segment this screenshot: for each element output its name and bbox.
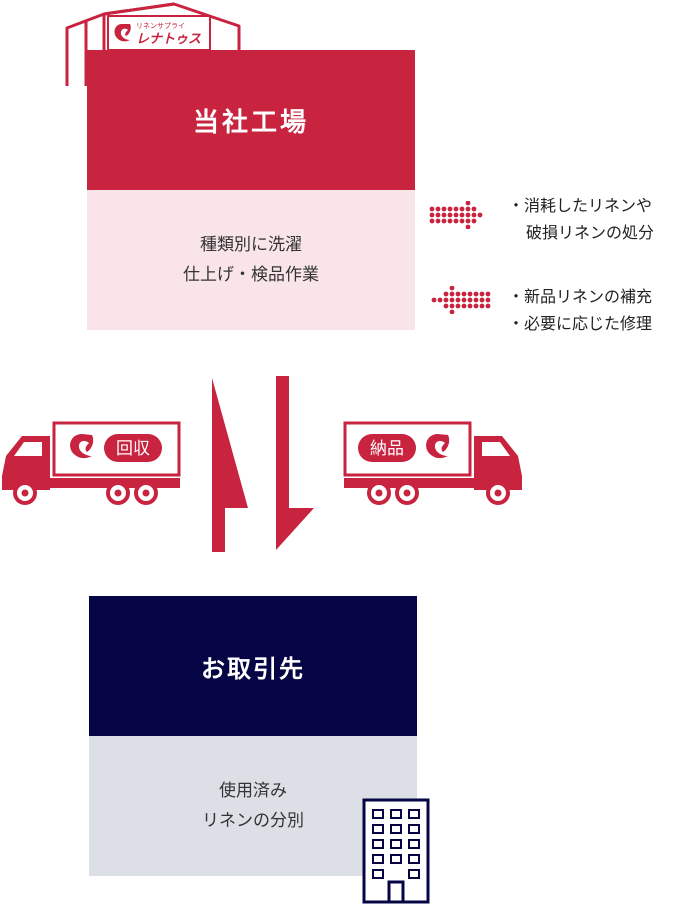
note-disposal-line-1: ・消耗したリネンや: [508, 196, 653, 215]
note-supply-line-1: ・新品リネンの補充: [508, 287, 653, 306]
dot-arrow-out-icon: [429, 201, 483, 229]
office-building-icon: [362, 798, 430, 904]
factory-sign-small: リネンサプライ: [136, 22, 185, 30]
client-body-line-1: 使用済み: [219, 781, 287, 801]
factory-title: 当社工場: [87, 50, 415, 190]
note-disposal: ・消耗したリネンや 破損リネンの処分: [508, 192, 654, 246]
factory-body-line-2: 仕上げ・検品作業: [183, 265, 319, 285]
note-supply: ・新品リネンの補充 ・必要に応じた修理: [508, 283, 652, 337]
brand-logo-icon: [70, 434, 94, 459]
client-title: お取引先: [89, 596, 417, 736]
brand-logo-icon: [426, 434, 450, 459]
deliver-label: 納品: [370, 439, 404, 459]
brand-logo-icon: [114, 24, 131, 42]
note-supply-line-2: ・必要に応じた修理: [508, 314, 653, 333]
collect-label: 回収: [116, 439, 150, 459]
arrow-up-icon: [212, 378, 248, 552]
factory-sign-brand: レナトゥス: [136, 32, 201, 47]
note-disposal-line-2: 破損リネンの処分: [526, 223, 655, 242]
factory-body-line-1: 種類別に洗濯: [200, 235, 302, 255]
arrow-down-icon: [276, 376, 314, 550]
client-body-line-2: リネンの分別: [202, 811, 304, 831]
truck-icon: [343, 421, 522, 505]
deliver-truck: 納品: [343, 421, 522, 505]
factory-description: 種類別に洗濯 仕上げ・検品作業: [87, 190, 415, 330]
collect-truck: 回収: [2, 421, 181, 505]
client-description: 使用済み リネンの分別: [89, 736, 417, 876]
dot-arrow-in-icon: [431, 286, 491, 314]
